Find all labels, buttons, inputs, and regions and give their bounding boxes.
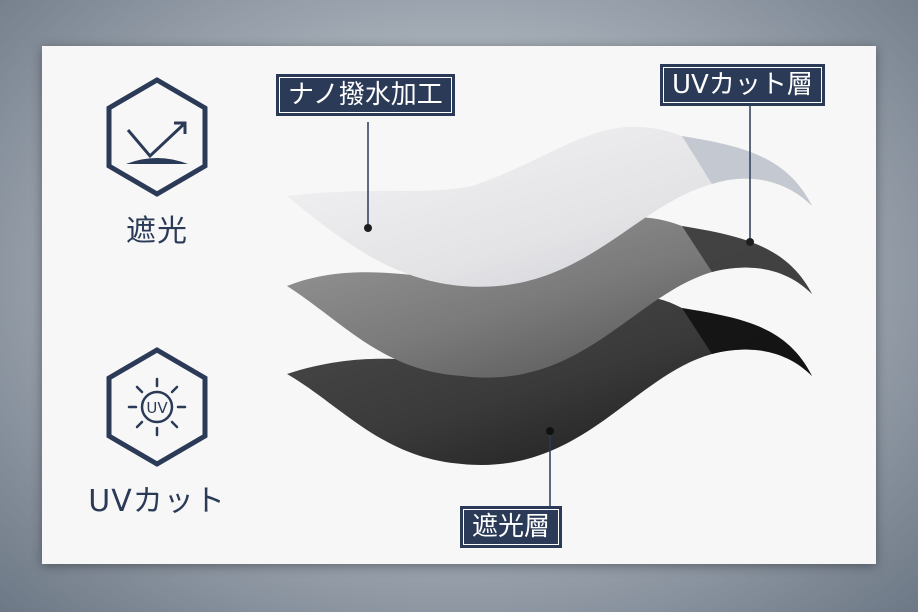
callout-dot-shade — [546, 427, 554, 435]
feature-label-uv-cut: UVカット — [88, 484, 226, 519]
nano-water-repellent-shape — [287, 126, 812, 287]
callout-nano-water-repellent: ナノ撥水加工 — [276, 74, 455, 116]
uv-cut-layer-shape — [287, 217, 812, 378]
product-feature-card: 遮光 UV UVカット — [42, 46, 876, 564]
feature-uv-cut: UV UVカット — [88, 346, 225, 520]
feature-label-light-shielding: 遮光 — [126, 214, 188, 249]
uv-sun-icon: UV — [106, 347, 208, 467]
sunlight-reflect-icon — [106, 77, 208, 197]
callout-light-shielding-layer: 遮光層 — [460, 506, 563, 548]
feature-light-shielding: 遮光 — [104, 76, 210, 250]
light-shielding-layer-shape — [287, 295, 812, 465]
fabric-layers-illustration — [287, 104, 812, 508]
callout-dot-uv — [746, 238, 754, 246]
uv-icon-text: UV — [146, 399, 168, 417]
callout-lines — [367, 104, 751, 508]
callout-dot-nano — [364, 224, 372, 232]
callout-uv-cut-layer: UVカット層 — [660, 64, 825, 106]
